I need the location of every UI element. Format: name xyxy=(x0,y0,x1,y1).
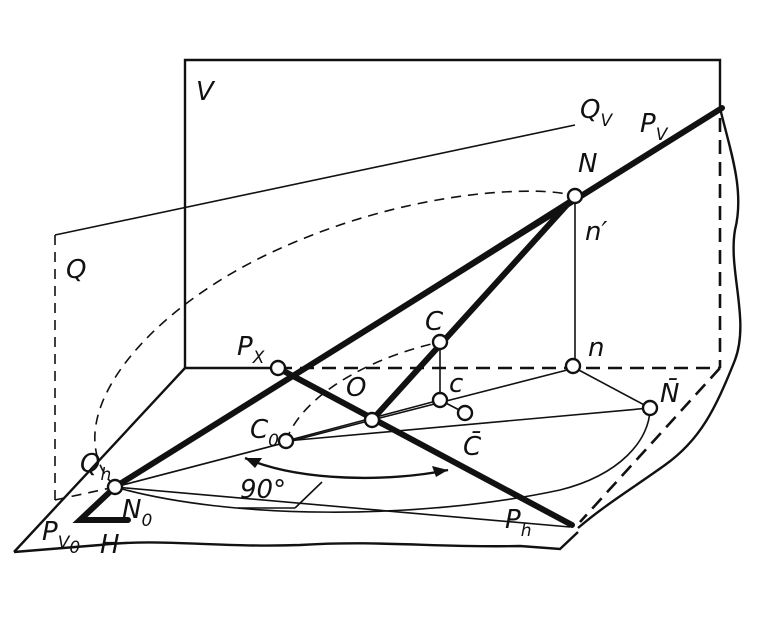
label-ph: Ph xyxy=(505,505,531,541)
point-n-lower xyxy=(564,357,582,375)
rotation-arc-inner xyxy=(285,341,441,442)
label-v: V xyxy=(196,77,216,107)
label-c0: C0 xyxy=(250,415,279,451)
label-n-bar: N̄ xyxy=(660,377,679,409)
label-n: N xyxy=(578,149,597,179)
trace-pv0 xyxy=(72,484,131,523)
label-pv: PV xyxy=(640,109,669,145)
label-px: PX xyxy=(237,332,265,368)
label-q: Q xyxy=(66,255,86,285)
point-c0 xyxy=(277,432,295,450)
label-n0: N0 xyxy=(122,495,152,531)
label-n-lower: n xyxy=(588,333,604,363)
label-c-lower: c xyxy=(449,369,463,399)
plane-p-boundary xyxy=(577,107,742,529)
plane-q xyxy=(54,124,576,501)
label-angle: 90° xyxy=(240,475,286,505)
point-n xyxy=(566,187,584,205)
rotation-arc-lower xyxy=(114,407,651,513)
plane-h xyxy=(13,367,721,554)
point-c-upper xyxy=(431,333,449,351)
label-o: O xyxy=(346,373,366,403)
label-qh: Qh xyxy=(80,449,111,485)
point-qh xyxy=(106,478,124,496)
trace-ph xyxy=(275,365,575,528)
label-qv: QV xyxy=(580,95,613,131)
rotation-arc xyxy=(94,190,576,488)
point-n-bar xyxy=(641,399,659,417)
point-px xyxy=(269,359,287,377)
plane-v-frame xyxy=(183,58,722,368)
labels: V Q QV PV N n′ C PX n O c N̄ C0 C̄ Qh 90… xyxy=(42,77,679,560)
label-c-bar: C̄ xyxy=(463,430,482,462)
label-h: H xyxy=(100,530,120,560)
point-o xyxy=(363,411,381,429)
line-n-o xyxy=(369,193,578,423)
label-pv0: PV0 xyxy=(42,517,80,558)
point-c-bar xyxy=(456,404,474,422)
label-c-upper: C xyxy=(425,307,444,337)
right-angle-marker xyxy=(238,456,449,509)
point-c-lower xyxy=(431,391,449,409)
points xyxy=(106,187,659,496)
label-n-prime: n′ xyxy=(585,217,607,247)
